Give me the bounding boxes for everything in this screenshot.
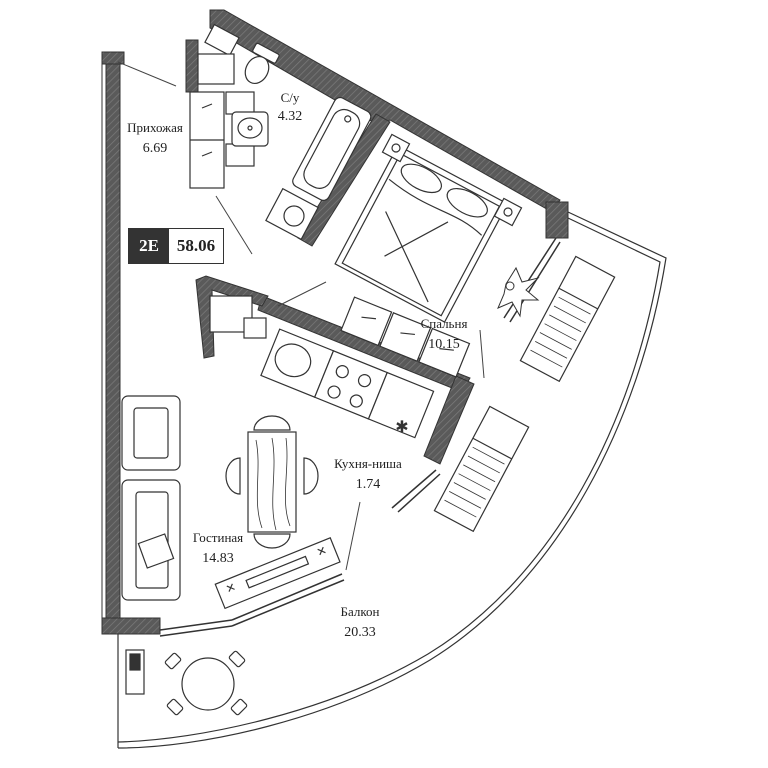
bath-left-wall bbox=[185, 39, 199, 93]
sink-icon bbox=[231, 111, 269, 147]
washing-machine-icon bbox=[265, 187, 319, 241]
bathtub-icon bbox=[292, 96, 372, 201]
room-name-bedroom: Спальня bbox=[421, 316, 468, 331]
room-name-living: Гостиная bbox=[193, 530, 243, 545]
nightstands bbox=[381, 133, 523, 227]
apartment-badge: 2Е 58.06 bbox=[128, 228, 224, 264]
kitchen-sink-icon bbox=[274, 343, 312, 378]
room-area-kitchen: 1.74 bbox=[356, 477, 381, 492]
left-wall bbox=[105, 51, 121, 623]
room-area-hall: 6.69 bbox=[143, 141, 168, 156]
balcony-cabinet-icon bbox=[125, 649, 145, 695]
sofa-icon bbox=[121, 479, 181, 601]
balcony-table-icon bbox=[164, 650, 248, 716]
kitchen-balcony-wall bbox=[423, 375, 475, 465]
room-name-kitchen: Кухня-ниша bbox=[334, 456, 402, 471]
room-area-living: 14.83 bbox=[202, 551, 234, 566]
room-name-hall: Прихожая bbox=[127, 120, 183, 135]
kitchen-fixtures: ✱ bbox=[209, 295, 471, 439]
bathroom-fixtures bbox=[189, 23, 372, 241]
armchair-icon bbox=[121, 395, 181, 471]
room-labels: Прихожая 6.69 С/у 4.32 Спальня 10.15 Кух… bbox=[127, 90, 467, 640]
room-area-bedroom: 10.15 bbox=[428, 337, 460, 352]
sun-lounger-icon bbox=[433, 255, 616, 533]
tv-stand-icon bbox=[214, 537, 341, 610]
walls bbox=[101, 9, 569, 635]
bottom-wall-stub bbox=[101, 617, 161, 635]
snowflake-icon: ✱ bbox=[395, 419, 408, 436]
room-name-bath: С/у bbox=[281, 90, 300, 105]
room-area-bath: 4.32 bbox=[278, 109, 303, 124]
room-name-balcony: Балкон bbox=[341, 604, 380, 619]
plant-icon bbox=[497, 266, 540, 318]
dining-table-icon bbox=[225, 415, 319, 549]
bed-icon bbox=[334, 144, 509, 323]
bedroom-corner bbox=[545, 201, 569, 239]
balcony-outline bbox=[117, 211, 667, 749]
leader-lines bbox=[117, 61, 485, 571]
apartment-total-area: 58.06 bbox=[169, 229, 223, 263]
apartment-type: 2Е bbox=[129, 229, 169, 263]
room-area-balcony: 20.33 bbox=[344, 625, 376, 640]
toilet-icon bbox=[244, 42, 280, 84]
left-wall-cap bbox=[101, 51, 125, 65]
top-diagonal-wall bbox=[209, 9, 561, 213]
